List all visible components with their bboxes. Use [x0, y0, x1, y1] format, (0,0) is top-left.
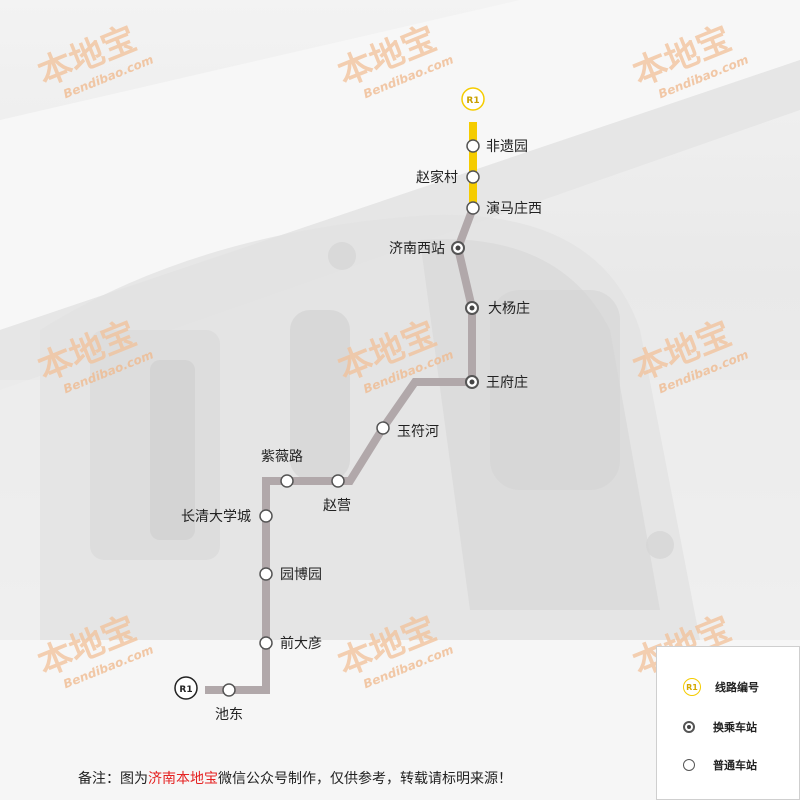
transfer-station-dot: [455, 245, 461, 251]
station-marker: [466, 170, 480, 184]
r1-badge-icon: R1: [461, 87, 485, 111]
station-2: 赵家村: [416, 169, 480, 186]
station-1: 非遗园: [466, 139, 528, 155]
footnote-source: 济南本地宝: [148, 771, 218, 787]
station-3: 演马庄西: [466, 200, 542, 217]
normal-station-icon: [683, 759, 695, 771]
station-label: 大杨庄: [488, 300, 530, 317]
station-6: 王府庄: [465, 374, 528, 391]
legend-panel: R1 线路编号 换乘车站 普通车站: [656, 646, 800, 800]
footnote: 备注：图为济南本地宝微信公众号制作，仅供参考，转载请标明来源！: [78, 768, 512, 788]
station-label: 前大彦: [280, 635, 322, 652]
r1-badge-label: R1: [466, 96, 479, 106]
station-8: 赵营: [323, 474, 351, 514]
r1-badge-icon: R1: [174, 676, 198, 700]
station-label: 赵营: [323, 498, 351, 514]
transfer-station-dot: [469, 379, 475, 385]
station-marker: [259, 636, 273, 650]
station-label: 王府庄: [486, 374, 528, 391]
transfer-station-dot: [469, 305, 475, 311]
station-label: 长清大学城: [181, 509, 251, 525]
station-marker: [222, 683, 236, 697]
legend-transfer-label: 换乘车站: [713, 721, 757, 734]
station-9: 紫薇路: [261, 449, 303, 488]
station-marker: [280, 474, 294, 488]
station-marker: [466, 139, 480, 153]
station-13: 池东: [215, 683, 243, 723]
station-marker: [259, 509, 273, 523]
station-marker: [466, 201, 480, 215]
route-segment-gray: [205, 206, 477, 694]
legend-normal: 普通车站: [683, 755, 757, 775]
station-5: 大杨庄: [465, 300, 530, 317]
station-7: 玉符河: [376, 421, 439, 440]
transfer-station-icon: [683, 721, 695, 733]
station-11: 园博园: [259, 566, 322, 583]
station-label: 演马庄西: [486, 200, 542, 217]
station-12: 前大彦: [259, 635, 322, 652]
station-label: 园博园: [280, 566, 322, 583]
station-marker: [259, 567, 273, 581]
legend-line-code-label: 线路编号: [715, 681, 759, 694]
station-label: 非遗园: [486, 139, 528, 155]
legend-transfer: 换乘车站: [683, 717, 757, 737]
station-label: 玉符河: [397, 424, 439, 440]
station-label: 赵家村: [416, 169, 458, 186]
footnote-suffix: 微信公众号制作，仅供参考，转载请标明来源！: [218, 771, 512, 787]
legend-line-code: R1 线路编号: [683, 677, 759, 697]
station-marker: [376, 421, 390, 435]
station-marker: [331, 474, 345, 488]
station-label: 紫薇路: [261, 449, 303, 465]
r1-badge-label: R1: [179, 685, 192, 695]
station-label: 池东: [215, 707, 243, 723]
station-4: 济南西站: [389, 241, 465, 257]
station-label: 济南西站: [389, 241, 445, 257]
legend-normal-label: 普通车站: [713, 759, 757, 772]
station-10: 长清大学城: [181, 509, 273, 525]
r1-badge-icon: R1: [683, 678, 701, 696]
footnote-prefix: 备注：图为: [78, 771, 148, 787]
